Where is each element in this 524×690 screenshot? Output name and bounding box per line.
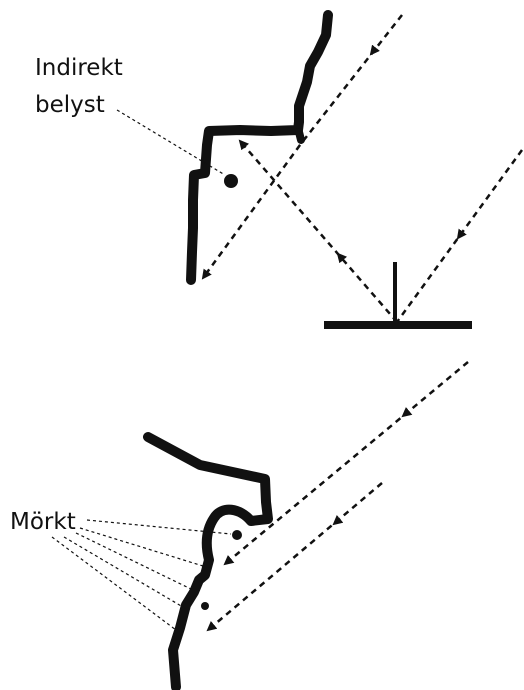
lower-surface-profile — [143, 432, 273, 690]
indirect-lit-point — [224, 174, 238, 188]
reflected-ray — [238, 139, 398, 323]
dark-leader-3 — [75, 532, 194, 591]
dark-leader-1 — [86, 519, 232, 535]
light-ray-1 — [299, 14, 403, 146]
dark-leaders — [51, 519, 232, 631]
light-ray-2 — [201, 144, 302, 280]
light-ray-5-arrow — [332, 515, 344, 526]
dark-leader-2 — [79, 527, 204, 567]
light-ray-4 — [223, 361, 469, 566]
dark-point-1 — [232, 530, 242, 540]
dark-leader-4 — [63, 536, 189, 611]
indirect-label-line1: Indirekt — [35, 55, 123, 81]
dark-label: Mörkt — [10, 509, 76, 535]
dark-point-2 — [201, 602, 209, 610]
indirect-label-line2: belyst — [35, 92, 105, 118]
upper-surface-connector — [295, 128, 305, 144]
dark-leader-5 — [51, 536, 177, 631]
upper-surface-profile — [186, 10, 333, 285]
light-ray-3 — [395, 149, 524, 323]
light-ray-5 — [206, 482, 383, 632]
